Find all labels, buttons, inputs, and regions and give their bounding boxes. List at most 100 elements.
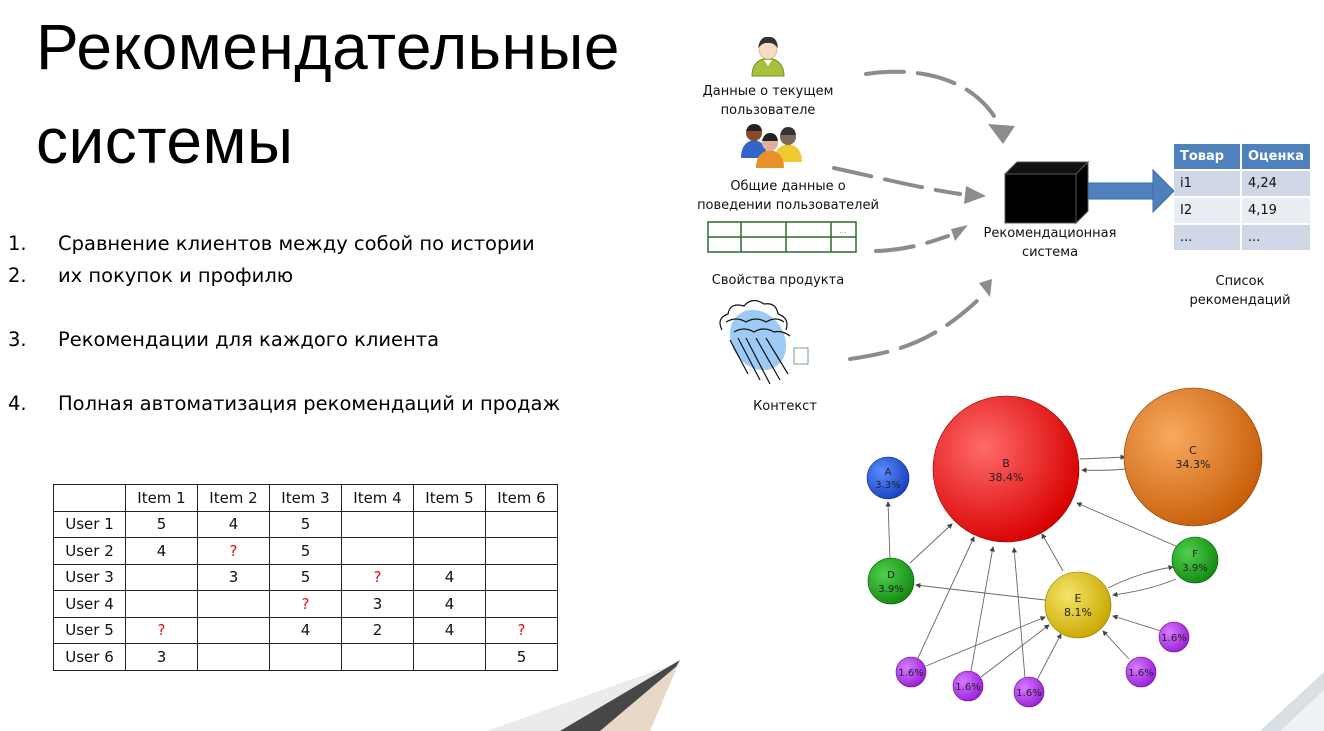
- node-value: 3.3%: [875, 480, 900, 491]
- node-value: 34.3%: [1176, 458, 1211, 471]
- graph-node-f: F 3.9%: [1171, 536, 1219, 584]
- table-header-cell: Оценка: [1242, 144, 1311, 169]
- node-value: 1.6%: [1016, 688, 1041, 699]
- node-label: A: [885, 467, 892, 478]
- product-props-label: Свойства продукта: [711, 273, 845, 288]
- page-curl-decoration: [487, 660, 1324, 731]
- node-label: E: [1075, 592, 1082, 605]
- current-user-label-line1: Данные о текущем: [702, 84, 834, 99]
- all-users-label-line1: Общие данные о: [730, 179, 846, 194]
- table-cell: 3: [125, 643, 198, 671]
- table-cell: [197, 643, 270, 671]
- caption-line1: Список: [1215, 274, 1265, 289]
- node-value: 1.6%: [1128, 668, 1153, 679]
- table-row: User 4 ? 3 4: [53, 590, 558, 618]
- all-users-label-line2: поведении пользователей: [697, 198, 879, 213]
- all-users-label: Общие данные о поведении пользователей: [688, 177, 888, 215]
- output-arrow-icon: [1086, 168, 1175, 214]
- graph-node-p4: 1.6%: [1125, 656, 1157, 688]
- table-cell: 5: [125, 510, 198, 538]
- user-group-icon: [741, 124, 802, 168]
- table-header-cell: Item 5: [413, 484, 486, 512]
- graph-node-b: B 38.4%: [932, 395, 1080, 543]
- table-cell: [413, 537, 486, 565]
- table-header-cell: Item 4: [341, 484, 414, 512]
- current-user-label: Данные о текущем пользователе: [693, 82, 843, 120]
- row-header: User 4: [53, 590, 126, 618]
- arrow-head-icon: [979, 279, 992, 297]
- graph-node-e: E 8.1%: [1044, 571, 1112, 639]
- arrow-from-current-user: [864, 69, 1002, 128]
- table-cell: 4: [413, 563, 486, 591]
- graph-node-p3: 1.6%: [1013, 676, 1045, 708]
- graph-edges: [885, 454, 1179, 681]
- graph-node-p1: 1.6%: [895, 656, 927, 688]
- table-header-cell: Item 6: [485, 484, 558, 512]
- node-value: 3.9%: [1182, 563, 1207, 574]
- table-cell: 4,24: [1242, 171, 1311, 196]
- table-cell: ...: [1174, 225, 1240, 250]
- table-cell: [269, 643, 342, 671]
- current-user-icon: [751, 36, 785, 77]
- node-label: B: [1002, 457, 1010, 470]
- table-row: ... ...: [1174, 225, 1311, 250]
- system-label-line1: Рекомендационная: [983, 226, 1117, 241]
- row-header: User 6: [53, 643, 126, 671]
- graph-node-p2: 1.6%: [952, 670, 984, 702]
- table-cell: ...: [1242, 225, 1311, 250]
- arrow-head-icon: [964, 186, 986, 204]
- table-cell: 4: [269, 616, 342, 644]
- arrow-from-all-users: [832, 166, 962, 196]
- table-cell: [341, 510, 414, 538]
- graph-node-a: A 3.3%: [866, 456, 910, 500]
- arrow-head-icon: [988, 124, 1015, 144]
- arrow-head-icon: [951, 225, 968, 241]
- node-label: C: [1189, 444, 1197, 457]
- table-row: User 3 3 5 ? 4: [53, 563, 558, 591]
- table-row: User 1 5 4 5: [53, 510, 558, 538]
- table-header-row: Item 1 Item 2 Item 3 Item 4 Item 5 Item …: [53, 484, 558, 512]
- rating-matrix-table: Item 1 Item 2 Item 3 Item 4 Item 5 Item …: [53, 484, 558, 671]
- table-cell: 4: [413, 590, 486, 618]
- table-cell: [125, 590, 198, 618]
- product-grid-ellipsis: ...: [839, 226, 847, 235]
- rain-cloud-icon: [719, 299, 809, 385]
- recommendation-list-caption: Список рекомендаций: [1170, 272, 1310, 310]
- bullet-number: 2.: [8, 264, 27, 287]
- bullet-text: Рекомендации для каждого клиента: [58, 328, 440, 351]
- table-cell: I2: [1174, 198, 1240, 223]
- table-header-cell: Товар: [1174, 144, 1240, 169]
- context-label: Контекст: [753, 399, 817, 414]
- table-row: User 6 3 5: [53, 643, 558, 671]
- arrow-from-product-props: [874, 234, 950, 253]
- recommendation-system-box-icon: [1003, 160, 1090, 225]
- node-value: 1.6%: [1161, 633, 1186, 644]
- table-cell: [413, 510, 486, 538]
- table-row: I2 4,19: [1174, 198, 1311, 223]
- recommendation-list-table: Товар Оценка i1 4,24 I2 4,19 ... ...: [1172, 142, 1312, 252]
- graph-node-p5: 1.6%: [1158, 621, 1190, 653]
- node-label: F: [1192, 549, 1198, 560]
- bullet-text: Полная автоматизация рекомендаций и прод…: [58, 392, 561, 415]
- node-value: 1.6%: [898, 668, 923, 679]
- caption-line2: рекомендаций: [1189, 293, 1291, 308]
- graph-node-c: C 34.3%: [1123, 387, 1263, 527]
- bullet-number: 1.: [8, 232, 27, 255]
- node-value: 8.1%: [1064, 606, 1092, 619]
- table-cell: 3: [341, 590, 414, 618]
- arrow-from-context: [848, 298, 980, 361]
- table-cell: [485, 537, 558, 565]
- table-header-cell: Item 3: [269, 484, 342, 512]
- slide-title-line1: Рекомендательные: [36, 11, 620, 83]
- current-user-label-line2: пользователе: [720, 103, 816, 118]
- table-cell: [197, 616, 270, 644]
- table-cell: 3: [197, 563, 270, 591]
- system-label-line2: система: [1021, 245, 1079, 260]
- node-label: D: [887, 570, 895, 581]
- row-header: User 5: [53, 616, 126, 644]
- row-header: User 3: [53, 563, 126, 591]
- graph-node-d: D 3.9%: [867, 557, 915, 605]
- slide-title-line2: системы: [36, 105, 294, 177]
- table-cell: 2: [341, 616, 414, 644]
